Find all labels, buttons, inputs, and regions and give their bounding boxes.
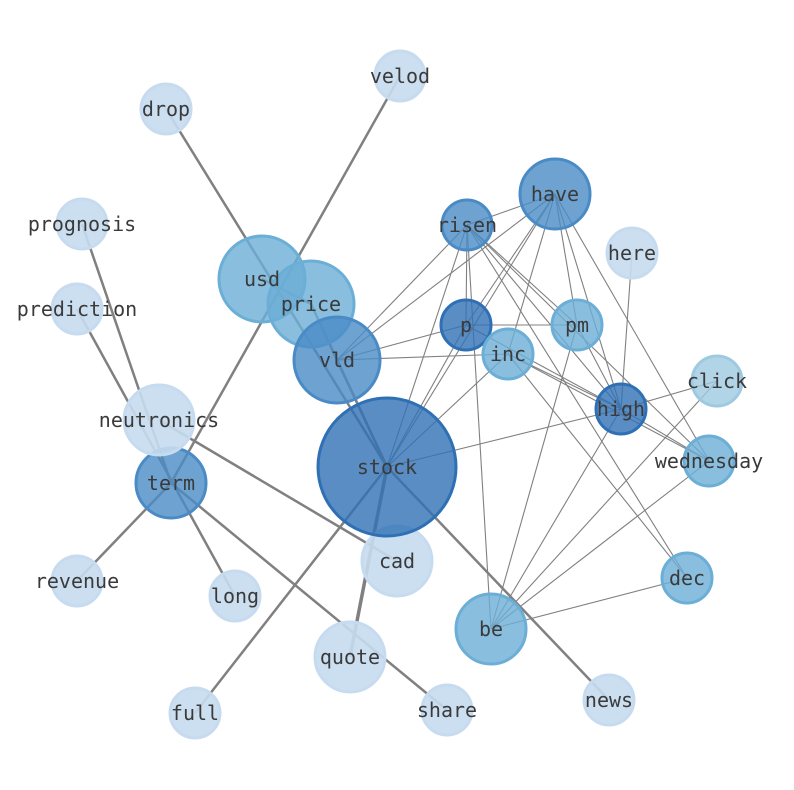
node-label-price: price [281,292,341,316]
node-label-usd: usd [244,267,280,291]
node-label-p: p [460,313,472,337]
node-label-vld: vld [319,348,355,372]
node-here [605,226,659,280]
node-revenue [50,554,104,608]
node-drop [139,82,193,136]
edge-high-be [490,408,622,630]
node-share [420,683,474,737]
node-pm [550,298,604,352]
node-full [168,686,222,740]
node-label-quote: quote [320,645,380,669]
node-label-risen: risen [437,213,497,237]
node-label-drop: drop [142,97,190,121]
node-label-full: full [171,701,219,725]
node-label-pm: pm [565,313,589,337]
edge-be-wednesday [490,460,710,630]
edge-risen-dec [466,224,688,579]
node-prediction [50,282,104,336]
node-label-share: share [417,698,477,722]
node-label-stock: stock [357,455,417,479]
node-label-dec: dec [669,566,705,590]
node-risen [440,198,494,252]
node-label-revenue: revenue [35,569,119,593]
node-label-long: long [211,584,259,608]
node-high [594,382,648,436]
node-label-click: click [687,369,747,393]
node-label-cad: cad [379,549,415,573]
node-have [518,157,592,231]
edge-vld-have [336,193,556,361]
node-label-inc: inc [490,342,526,366]
edge-be-click [490,380,718,630]
node-label-be: be [479,617,503,641]
node-label-term: term [147,471,195,495]
node-label-high: high [597,397,645,421]
node-label-wednesday: wednesday [655,449,763,473]
node-be [454,592,528,666]
node-layer [50,49,744,740]
edge-inc-dec [507,353,688,579]
node-dec [660,551,714,605]
node-vld [292,315,382,405]
node-p [439,298,493,352]
node-label-velod: velod [370,64,430,88]
node-label-prediction: prediction [17,297,137,321]
node-news [582,673,636,727]
node-long [208,569,262,623]
edge-have-wednesday [554,193,710,462]
node-click [690,354,744,408]
node-neutronics [122,383,196,457]
edge-neutronics-cad [158,418,398,563]
node-prognosis [55,197,109,251]
node-label-news: news [585,688,633,712]
node-inc [481,327,535,381]
edge-risen-high [466,224,622,410]
edge-be-risen [466,224,492,630]
node-velod [373,49,427,103]
edge-term-share [170,482,448,711]
node-label-prognosis: prognosis [28,212,136,236]
node-label-have: have [531,182,579,206]
node-label-here: here [608,241,656,265]
node-wednesday [682,434,736,488]
node-quote [313,620,387,694]
node-label-neutronics: neutronics [99,408,219,432]
node-stock [316,396,458,538]
edge-pm-be [490,324,578,630]
